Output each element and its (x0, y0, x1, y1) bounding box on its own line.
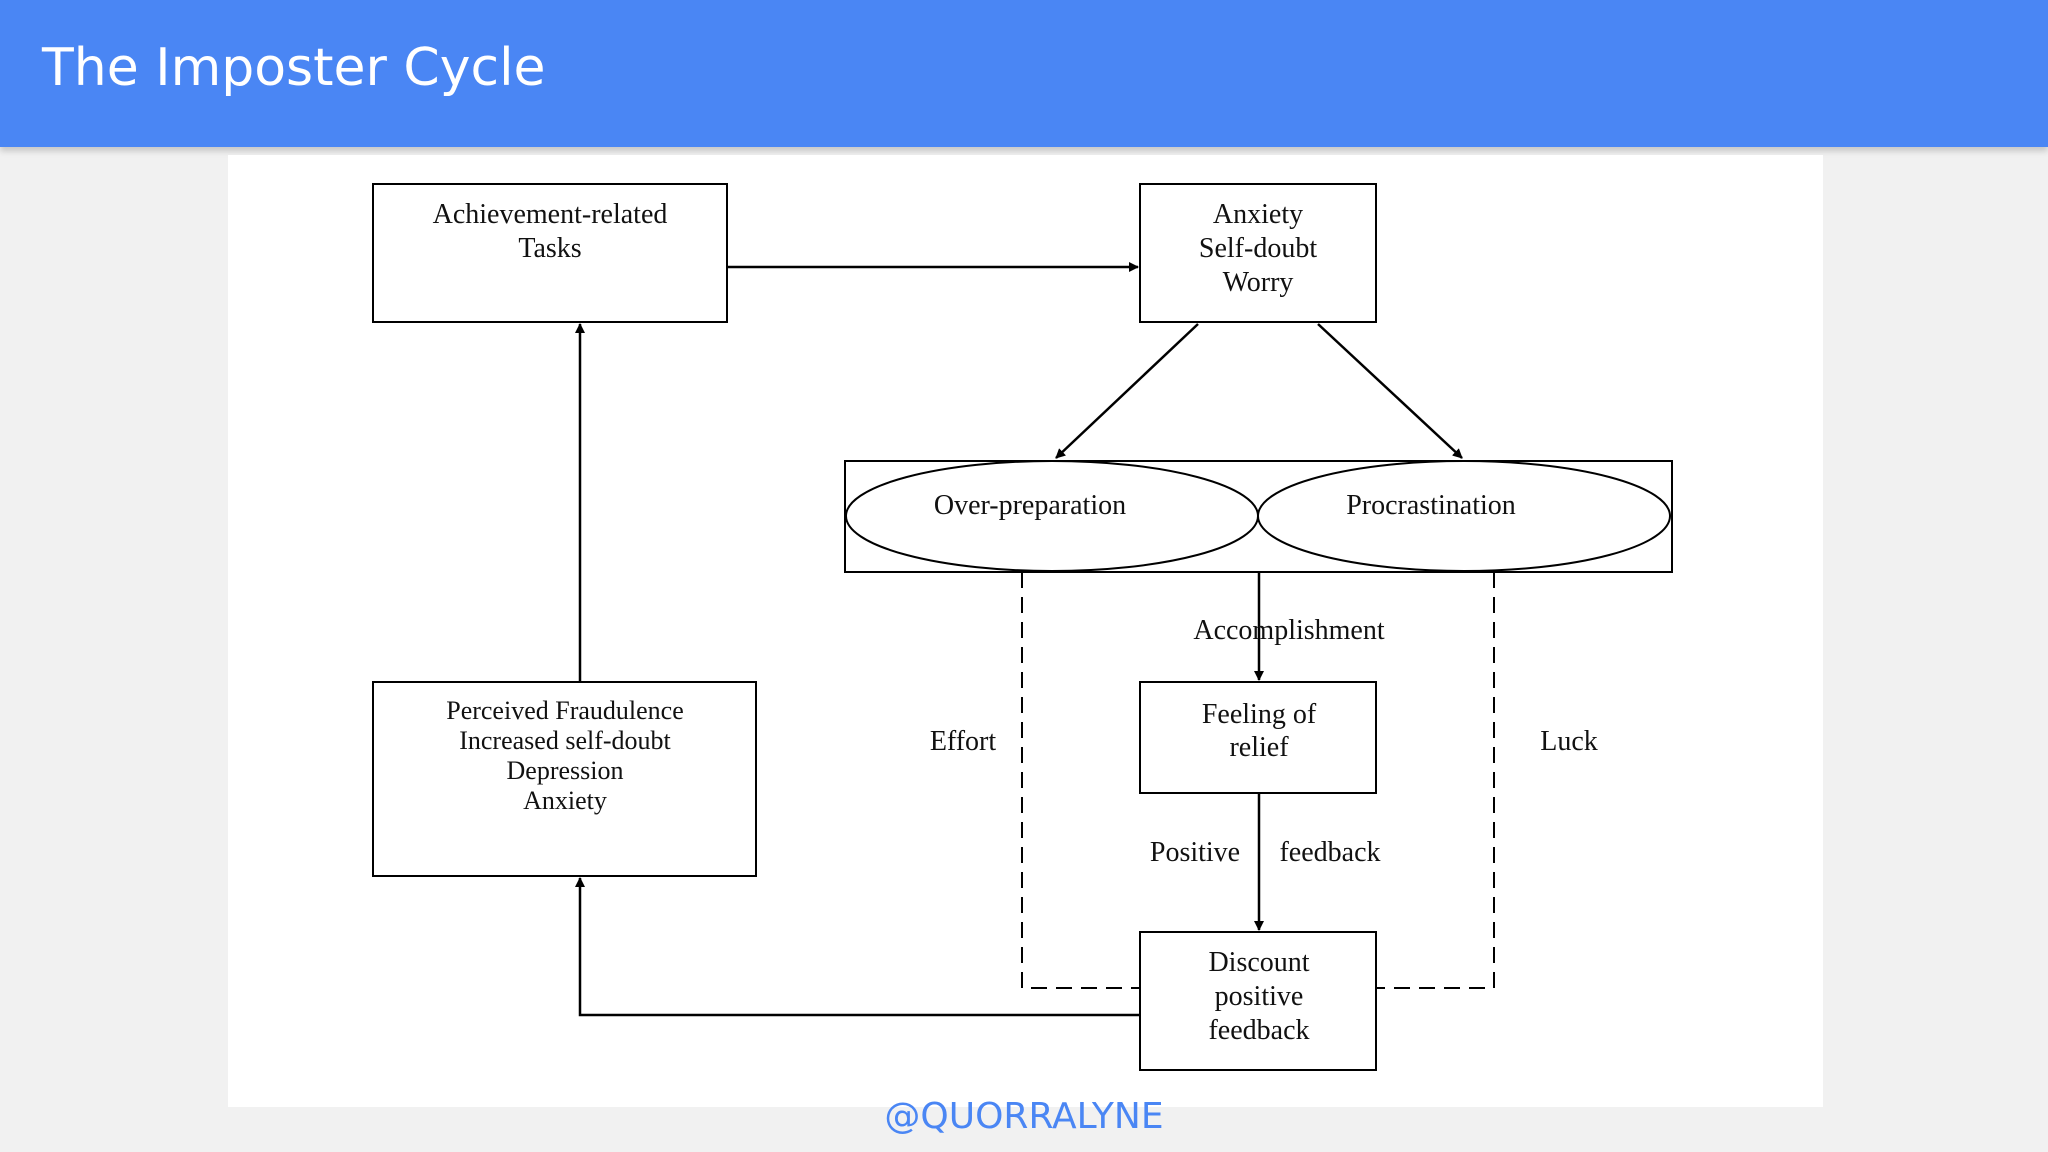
discount-label-line2: positive (1215, 981, 1304, 1012)
accomplishment-label: Accomplishment (1193, 615, 1385, 646)
diagram-canvas: Achievement-related Tasks Anxiety Self-d… (228, 155, 1823, 1107)
anxiety-label-line1: Anxiety (1213, 199, 1303, 230)
discount-label-line3: feedback (1208, 1015, 1309, 1046)
fraudulence-label-line3: Depression (507, 756, 624, 785)
feedback-label: feedback (1279, 837, 1380, 868)
fraudulence-label-line4: Anxiety (523, 786, 607, 815)
fraudulence-label-line1: Perceived Fraudulence (446, 696, 684, 725)
relief-label-line1: Feeling of (1202, 699, 1317, 730)
dashed-luck-path (1376, 572, 1495, 989)
procrastination-label: Procrastination (1346, 490, 1516, 521)
imposter-cycle-diagram: Achievement-related Tasks Anxiety Self-d… (372, 183, 1673, 1071)
arrow-discount-to-fraudulence (575, 877, 1140, 1017)
anxiety-label-line3: Worry (1223, 267, 1294, 298)
luck-label: Luck (1540, 726, 1598, 757)
arrow-anxiety-to-overprep (1055, 323, 1199, 459)
overprep-label: Over-preparation (934, 490, 1126, 521)
discount-label-line1: Discount (1208, 947, 1309, 978)
fraudulence-box (372, 681, 757, 877)
effort-label: Effort (930, 726, 997, 757)
footer-credit: @QUORRALYNE (884, 1096, 1164, 1137)
achievement-label-line2: Tasks (518, 233, 581, 264)
achievement-box (372, 183, 728, 323)
relief-label-line2: relief (1229, 732, 1289, 763)
slide-title: The Imposter Cycle (42, 38, 546, 98)
positive-label: Positive (1150, 837, 1240, 868)
slide-header: The Imposter Cycle (0, 0, 2048, 147)
anxiety-label-line2: Self-doubt (1199, 233, 1317, 264)
achievement-label-line1: Achievement-related (433, 199, 668, 230)
procrastination-ellipse (1257, 460, 1671, 572)
dashed-effort-path (1021, 572, 1140, 989)
arrow-anxiety-to-procrastination (1317, 323, 1463, 459)
fraudulence-label-line2: Increased self-doubt (459, 726, 671, 755)
discount-box (1139, 931, 1377, 1071)
anxiety-box (1139, 183, 1377, 323)
